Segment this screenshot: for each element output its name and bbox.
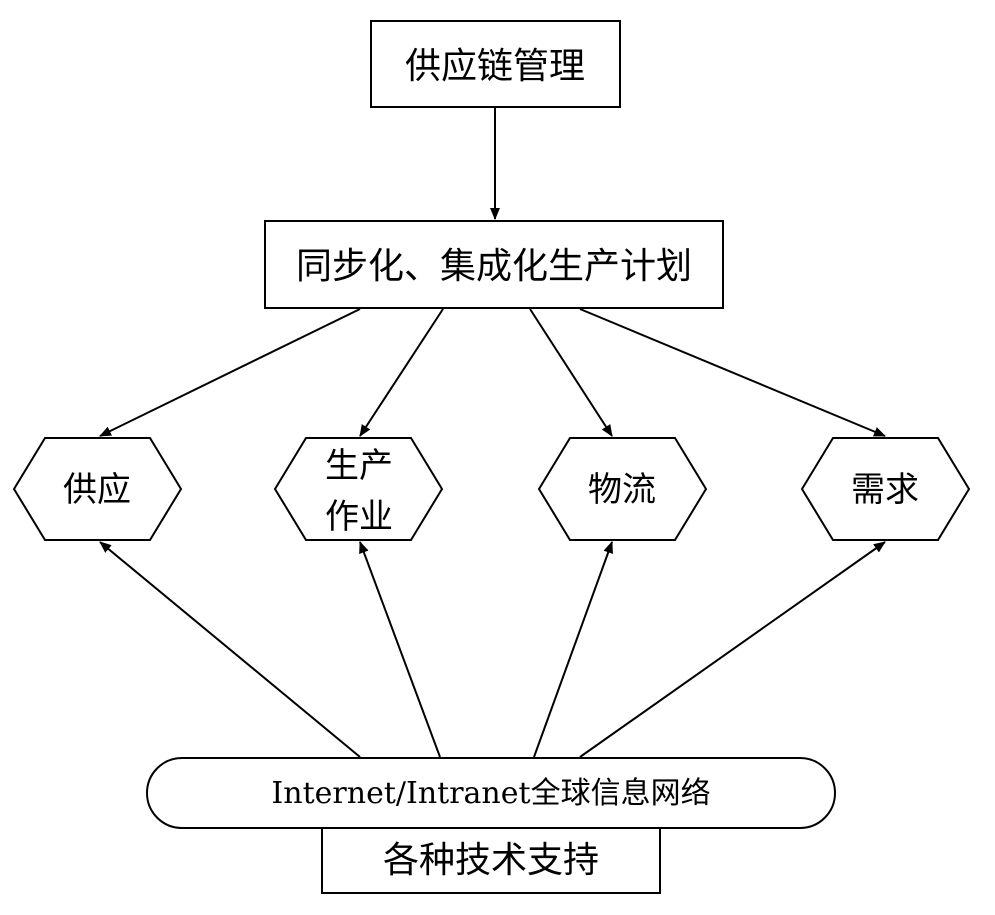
arrow-network-to-production [359, 541, 441, 758]
hexagon-demand [800, 437, 971, 541]
network-pill [146, 757, 836, 829]
plan-label: 同步化、集成化生产计划 [296, 246, 692, 287]
hexagon-supply [12, 437, 183, 541]
top-box [370, 20, 621, 108]
arrow-plan-to-supply [99, 308, 361, 437]
arrow-plan-to-demand [579, 308, 886, 437]
demand-label: 需求 [851, 470, 919, 510]
production-label-line1: 生产 [325, 446, 393, 486]
support-label: 各种技术支持 [383, 840, 599, 881]
arrow-plan-to-production [359, 308, 444, 437]
production-label-line2: 作业 [325, 497, 393, 537]
arrow-plan-to-logistics [529, 308, 613, 437]
arrow-network-to-logistics [533, 541, 613, 758]
logistics-label: 物流 [588, 470, 656, 510]
supply-label: 供应 [63, 470, 131, 510]
top-label: 供应链管理 [405, 46, 585, 87]
network-label: Internet/Intranet全球信息网络 [271, 776, 710, 811]
arrow-network-to-supply [99, 541, 361, 758]
plan-box [264, 220, 724, 309]
arrow-network-to-demand [579, 541, 886, 758]
hexagon-logistics [537, 437, 708, 541]
hexagon-production [273, 437, 444, 541]
